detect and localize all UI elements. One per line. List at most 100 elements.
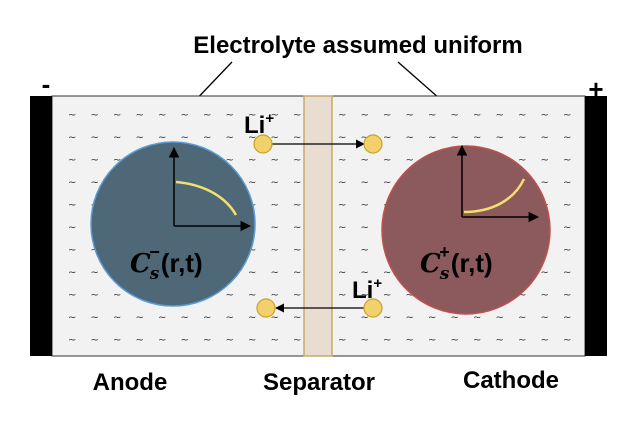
cathode-concentration-label: Cs+(r,t)	[420, 242, 493, 284]
positive-terminal-sign: +	[588, 74, 603, 104]
electrolyte-tilde: ~	[271, 245, 279, 256]
electrolyte-tilde: ~	[248, 290, 256, 301]
electrolyte-tilde: ~	[473, 313, 481, 324]
electrolyte-tilde: ~	[68, 290, 76, 301]
lithium-ion-top-right	[363, 134, 383, 154]
electrolyte-tilde: ~	[271, 223, 279, 234]
electrolyte-tilde: ~	[518, 110, 526, 121]
separator-layer	[303, 95, 333, 357]
electrolyte-tilde: ~	[113, 290, 121, 301]
electrolyte-tilde: ~	[361, 245, 369, 256]
electrolyte-tilde: ~	[338, 290, 346, 301]
electrolyte-tilde: ~	[406, 110, 414, 121]
electrolyte-tilde: ~	[68, 245, 76, 256]
electrolyte-tilde: ~	[203, 110, 211, 121]
lithium-ion-bottom-left	[256, 298, 276, 318]
ion-label-top: Li+	[244, 110, 274, 139]
electrolyte-tilde: ~	[338, 178, 346, 189]
electrolyte-tilde: ~	[383, 133, 391, 144]
electrolyte-tilde: ~	[383, 290, 391, 301]
electrolyte-tilde: ~	[181, 133, 189, 144]
electrolyte-tilde: ~	[563, 223, 571, 234]
electrolyte-tilde: ~	[383, 313, 391, 324]
electrolyte-tilde: ~	[563, 245, 571, 256]
electrolyte-tilde: ~	[541, 133, 549, 144]
electrolyte-tilde: ~	[451, 133, 459, 144]
electrolyte-tilde: ~	[271, 290, 279, 301]
electrolyte-tilde: ~	[248, 133, 256, 144]
cathode-concentration-plot	[456, 144, 540, 223]
electrolyte-tilde: ~	[406, 290, 414, 301]
electrolyte-tilde: ~	[541, 268, 549, 279]
electrolyte-tilde: ~	[338, 200, 346, 211]
electrolyte-tilde: ~	[181, 335, 189, 346]
electrolyte-tilde: ~	[473, 133, 481, 144]
anode-label: Anode	[93, 369, 168, 396]
electrolyte-tilde: ~	[383, 268, 391, 279]
electrolyte-tilde: ~	[451, 313, 459, 324]
electrolyte-tilde: ~	[271, 268, 279, 279]
electrolyte-tilde: ~	[248, 155, 256, 166]
electrolyte-tilde: ~	[518, 133, 526, 144]
electrolyte-tilde: ~	[563, 268, 571, 279]
electrolyte-tilde: ~	[181, 110, 189, 121]
electrolyte-tilde: ~	[271, 313, 279, 324]
anode-concentration-curve	[175, 180, 238, 216]
electrolyte-tilde: ~	[136, 335, 144, 346]
electrolyte-tilde: ~	[68, 223, 76, 234]
electrolyte-tilde: ~	[361, 268, 369, 279]
electrolyte-tilde: ~	[361, 133, 369, 144]
electrolyte-tilde: ~	[563, 178, 571, 189]
electrolyte-tilde: ~	[361, 155, 369, 166]
electrolyte-tilde: ~	[181, 313, 189, 324]
electrolyte-tilde: ~	[383, 155, 391, 166]
cathode-particle	[381, 145, 551, 315]
cathode-current-collector	[585, 96, 607, 356]
electrolyte-tilde: ~	[541, 290, 549, 301]
electrolyte-tilde: ~	[91, 268, 99, 279]
electrolyte-tilde: ~	[271, 155, 279, 166]
electrolyte-tilde: ~	[248, 268, 256, 279]
electrolyte-tilde: ~	[563, 335, 571, 346]
electrolyte-tilde: ~	[68, 133, 76, 144]
electrolyte-tilde: ~	[136, 313, 144, 324]
electrolyte-tilde: ~	[113, 133, 121, 144]
electrolyte-tilde: ~	[113, 155, 121, 166]
lithium-ion-top-left	[253, 134, 273, 154]
electrolyte-tilde: ~	[158, 110, 166, 121]
electrolyte-tilde: ~	[541, 110, 549, 121]
electrolyte-tilde: ~	[338, 313, 346, 324]
electrolyte-tilde: ~	[91, 155, 99, 166]
cathode-concentration-curve	[463, 178, 526, 214]
electrolyte-tilde: ~	[406, 133, 414, 144]
electrolyte-tilde: ~	[361, 313, 369, 324]
electrolyte-tilde: ~	[563, 313, 571, 324]
electrolyte-tilde: ~	[68, 155, 76, 166]
electrolyte-tilde: ~	[158, 133, 166, 144]
electrolyte-tilde: ~	[271, 133, 279, 144]
electrolyte-tilde: ~	[361, 335, 369, 346]
electrolyte-tilde: ~	[338, 335, 346, 346]
electrolyte-tilde: ~	[451, 335, 459, 346]
electrolyte-tilde: ~	[293, 223, 301, 234]
negative-terminal-sign: -	[42, 69, 51, 99]
electrolyte-tilde: ~	[293, 335, 301, 346]
electrolyte-tilde: ~	[91, 133, 99, 144]
lithium-ion-bottom-right	[363, 298, 383, 318]
electrolyte-tilde: ~	[136, 133, 144, 144]
electrolyte-tilde: ~	[563, 200, 571, 211]
electrolyte-tilde: ~	[338, 268, 346, 279]
electrolyte-tilde: ~	[518, 335, 526, 346]
electrolyte-tilde: ~	[338, 110, 346, 121]
electrolyte-tilde: ~	[248, 110, 256, 121]
electrolyte-tilde: ~	[91, 290, 99, 301]
electrolyte-tilde: ~	[451, 110, 459, 121]
anode-current-collector	[30, 96, 52, 356]
electrolyte-tilde: ~	[428, 110, 436, 121]
electrolyte-tilde: ~	[293, 245, 301, 256]
electrolyte-tilde: ~	[293, 155, 301, 166]
electrolyte-tilde: ~	[496, 313, 504, 324]
electrolyte-tilde: ~	[496, 335, 504, 346]
electrolyte-tilde: ~	[158, 313, 166, 324]
